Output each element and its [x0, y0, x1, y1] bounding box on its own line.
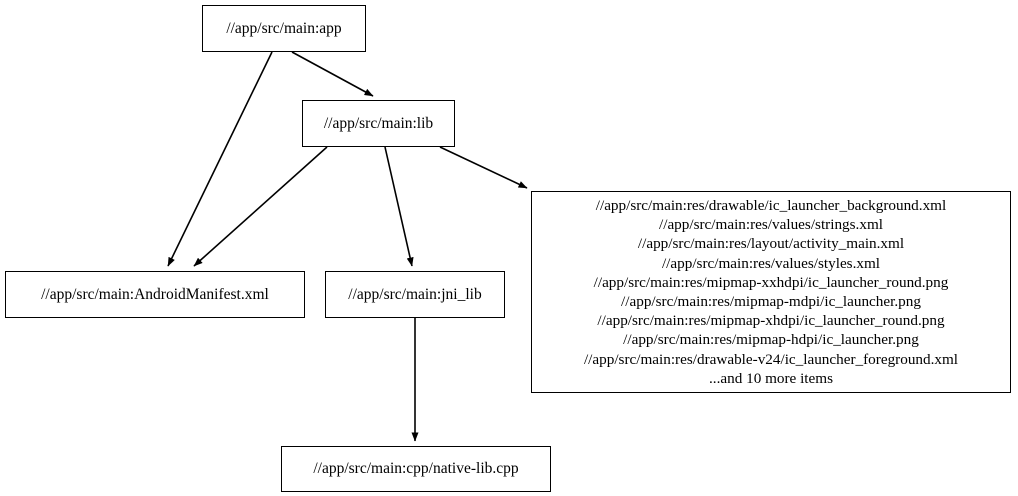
node-jni-lib[interactable]: //app/src/main:jni_lib — [325, 271, 505, 318]
edge-lib-to-jni-lib — [384, 146, 414, 267]
node-native-lib-cpp[interactable]: //app/src/main:cpp/native-lib.cpp — [281, 446, 551, 492]
edge-lib-to-resources — [439, 146, 528, 189]
node-android-manifest[interactable]: //app/src/main:AndroidManifest.xml — [5, 271, 305, 318]
node-app-label: //app/src/main:app — [226, 19, 342, 37]
node-resources-group[interactable]: //app/src/main:res/drawable/ic_launcher_… — [531, 191, 1011, 393]
node-lib-label: //app/src/main:lib — [323, 114, 434, 132]
node-resources-label: //app/src/main:res/drawable/ic_launcher_… — [583, 196, 959, 387]
node-native-lib-cpp-label: //app/src/main:cpp/native-lib.cpp — [313, 460, 519, 478]
node-app[interactable]: //app/src/main:app — [202, 5, 366, 52]
node-lib[interactable]: //app/src/main:lib — [302, 100, 455, 147]
node-jni-lib-label: //app/src/main:jni_lib — [348, 285, 482, 303]
node-android-manifest-label: //app/src/main:AndroidManifest.xml — [41, 285, 269, 303]
edge-app-to-manifest — [167, 51, 273, 267]
edge-lib-to-manifest — [193, 146, 328, 267]
edge-app-to-lib — [291, 51, 374, 97]
